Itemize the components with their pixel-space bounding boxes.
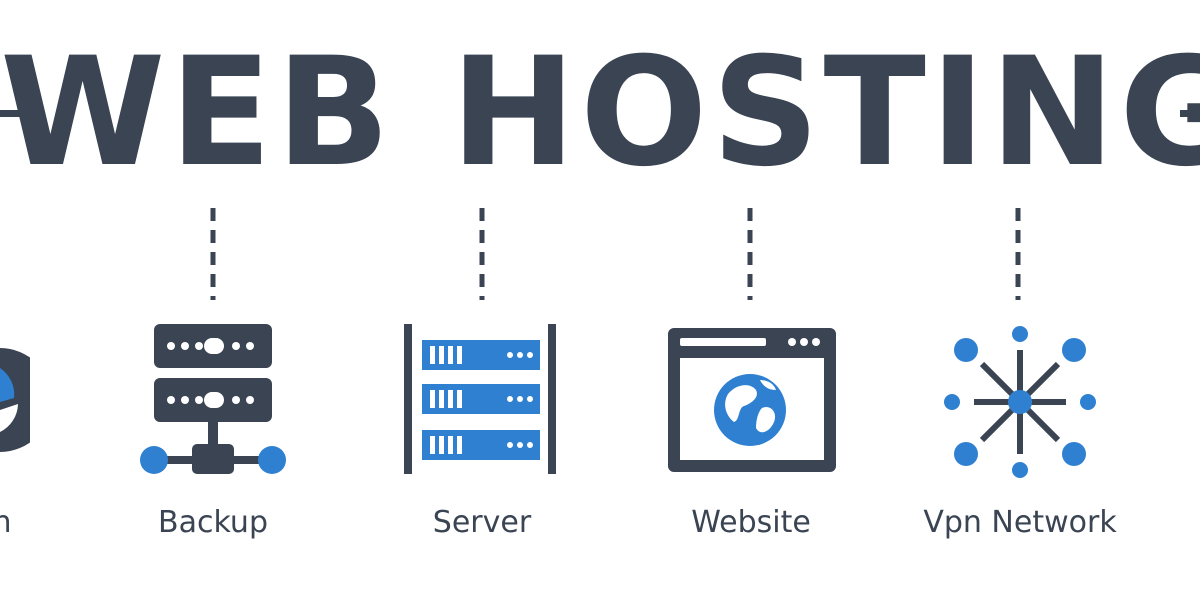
left-title-dash bbox=[0, 110, 22, 117]
connector-backup bbox=[210, 208, 216, 300]
connector-website bbox=[747, 208, 753, 300]
server-rack-icon bbox=[404, 324, 556, 474]
right-title-dash bbox=[1180, 110, 1200, 117]
globe-icon bbox=[0, 348, 30, 452]
label-globe: n bbox=[0, 505, 12, 540]
network-hub-icon bbox=[944, 326, 1096, 478]
label-server: Server bbox=[432, 505, 532, 540]
label-backup: Backup bbox=[158, 505, 268, 540]
label-vpn-network: Vpn Network bbox=[923, 505, 1117, 540]
connector-server bbox=[479, 208, 485, 300]
browser-globe-icon bbox=[668, 328, 836, 472]
backup-server-icon bbox=[140, 324, 286, 474]
connector-vpn-network bbox=[1015, 208, 1021, 300]
page-title: WEB HOSTING bbox=[0, 26, 1200, 200]
label-website: Website bbox=[691, 505, 811, 540]
